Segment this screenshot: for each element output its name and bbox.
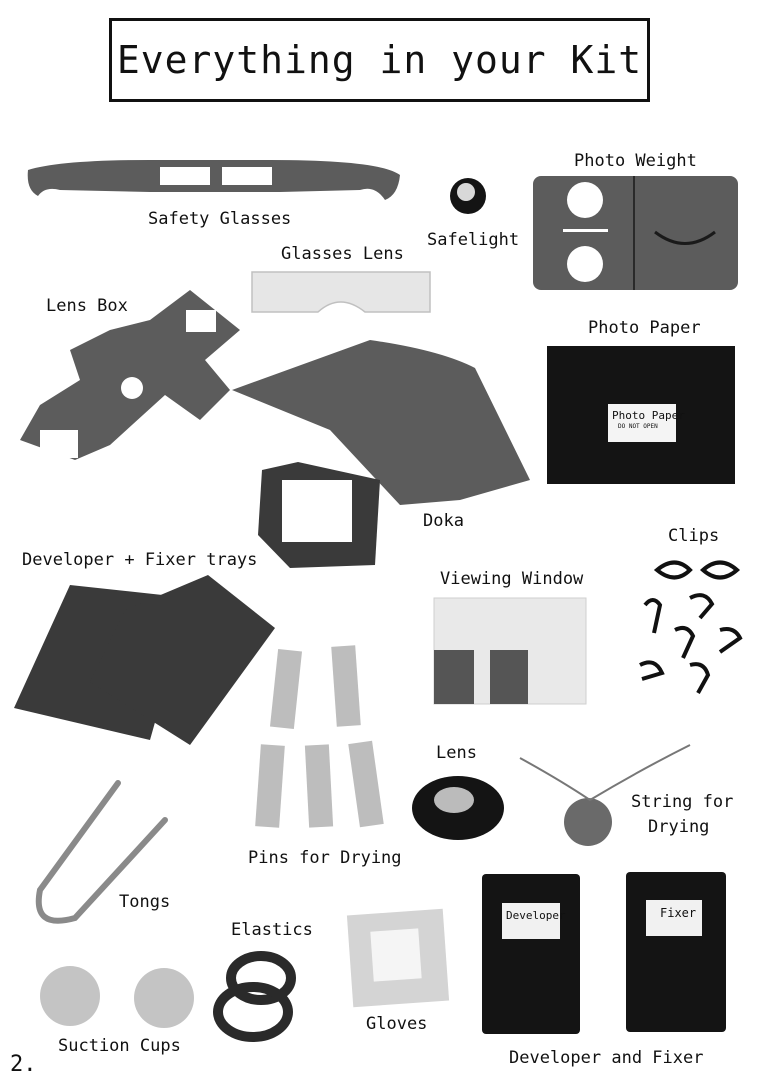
pins-image (255, 645, 384, 828)
tongs-image (35, 780, 168, 924)
string-image (519, 744, 691, 846)
dev-fixer-label: Developer and Fixer (509, 1048, 704, 1068)
lens-box-label: Lens Box (46, 296, 128, 316)
clips-label: Clips (668, 526, 720, 546)
title-box: Everything in your Kit (109, 18, 650, 102)
viewing-window-image (433, 597, 587, 705)
viewing-window-label: Viewing Window (440, 569, 584, 589)
doka-image (232, 340, 530, 568)
glasses-lens-image (251, 271, 431, 313)
suction-cups-label: Suction Cups (58, 1036, 181, 1056)
tongs-label: Tongs (119, 892, 171, 912)
pins-label: Pins for Drying (248, 848, 402, 868)
photo-weight-label: Photo Weight (574, 151, 697, 171)
elastics-image (213, 951, 296, 1042)
safety-glasses-image (27, 160, 400, 200)
photo-paper-sticker-label: Photo Paper (612, 409, 685, 422)
elastics-label: Elastics (231, 920, 313, 940)
string-label-line1: String for (631, 792, 734, 812)
doka-label: Doka (423, 511, 464, 531)
trays-image (14, 575, 275, 745)
suction-cups-image (40, 966, 194, 1028)
clips-image (639, 560, 743, 694)
page-title: Everything in your Kit (116, 38, 643, 82)
lens-image (412, 776, 504, 840)
lens-label: Lens (436, 743, 477, 763)
dev-fixer-pouches-image (482, 872, 726, 1034)
safelight-label: Safelight (427, 230, 520, 250)
safelight-image (450, 178, 486, 214)
page-number: 2. (10, 1052, 37, 1077)
photo-paper-sticker-subtext: DO NOT OPEN (618, 423, 658, 430)
developer-pouch-label: Developer (506, 909, 566, 922)
photo-paper-label: Photo Paper (588, 318, 701, 338)
trays-label: Developer + Fixer trays (22, 550, 258, 570)
gloves-image (346, 908, 450, 1008)
fixer-pouch-label: Fixer (660, 906, 697, 920)
gloves-label: Gloves (366, 1014, 428, 1034)
string-label-line2: Drying (648, 817, 710, 837)
lens-box-image (20, 290, 240, 460)
photo-paper-image (547, 346, 735, 484)
safety-glasses-label: Safety Glasses (148, 209, 292, 229)
glasses-lens-label: Glasses Lens (281, 244, 404, 264)
photo-weight-image (533, 176, 738, 290)
